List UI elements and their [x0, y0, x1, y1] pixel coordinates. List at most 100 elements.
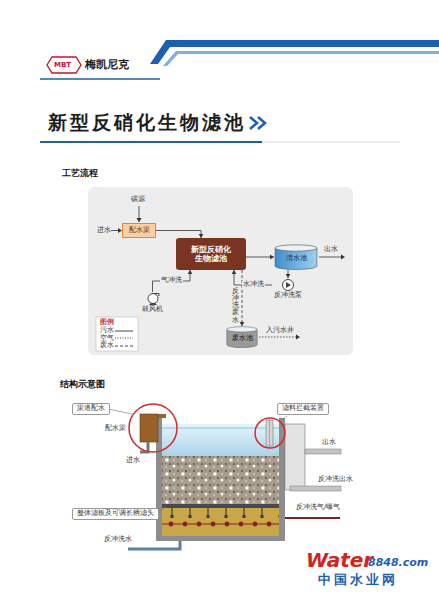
chevron — [250, 117, 257, 129]
drawing-line — [111, 230, 119, 231]
drawing-polygon — [163, 51, 439, 66]
drawing-line — [269, 420, 270, 446]
part-label: 进水 — [126, 457, 140, 465]
connector-label: 反冲洗废水 — [232, 288, 239, 324]
connector-line — [153, 270, 191, 292]
drawing-rect — [266, 420, 273, 446]
pump-arrow — [286, 282, 291, 288]
tank-cylinder: 废水池 — [226, 326, 258, 348]
legend-line — [115, 330, 133, 331]
flow-label: 进水 — [97, 227, 111, 235]
pump-housing — [283, 280, 294, 291]
page-title: 新型反硝化生物滤池 — [48, 110, 246, 136]
drawing-rect — [158, 414, 166, 418]
section-heading: 结构示意图 — [60, 379, 105, 389]
drawing-rect — [162, 508, 279, 536]
legend-text: 空气 — [100, 335, 114, 342]
node-text: 清水池 — [286, 255, 307, 263]
drawing-rect — [162, 508, 279, 519]
process-box: 配水渠 — [122, 223, 156, 238]
drawing-polygon — [341, 255, 345, 260]
arrowhead — [232, 270, 237, 274]
part-label: 配水渠 — [105, 425, 126, 433]
flow-panel — [88, 187, 353, 355]
cylinder-top — [275, 245, 317, 251]
section-heading: 工艺流程 — [62, 168, 98, 178]
drawing-path — [128, 541, 180, 549]
filter-structure — [108, 404, 341, 549]
legend-sample — [115, 328, 133, 334]
drawing-line — [162, 428, 279, 429]
drawing-rect — [96, 317, 138, 351]
drawing-circle — [129, 404, 177, 452]
drawing-line — [40, 78, 160, 80]
legend-text: 污水 — [100, 327, 114, 334]
drawing-rect — [162, 456, 279, 504]
drawing-line — [40, 141, 262, 143]
title-underline — [40, 142, 400, 143]
node-text: 鼓风机 — [142, 306, 163, 314]
connector — [240, 270, 245, 326]
legend-sample — [115, 335, 133, 341]
connector-label: 水冲洗 — [242, 281, 265, 288]
connector — [286, 270, 291, 278]
part-label: 出水 — [322, 439, 336, 447]
part-label: 反冲洗水 — [104, 536, 132, 544]
part-label: 反冲洗气/曝气 — [296, 504, 340, 512]
connector — [153, 270, 193, 292]
flow-label: 出水 — [324, 246, 338, 254]
flow-label: 碳源 — [131, 196, 145, 204]
blower-symbol — [146, 292, 160, 306]
drawing-line — [262, 142, 400, 143]
legend-sample — [115, 343, 133, 349]
node-text: 整体滤板及可调长柄滤头 — [77, 510, 154, 518]
drawing-rect — [140, 414, 158, 442]
legend-line — [115, 338, 133, 339]
node-text: 配水渠 — [129, 227, 150, 235]
legend-text: 废水 — [100, 342, 114, 349]
company-name: 梅凯尼克 — [85, 58, 129, 71]
legend-heading: 图例 — [100, 319, 114, 327]
watermark: Water — [306, 548, 373, 572]
arrowhead — [270, 255, 274, 260]
drawing-rect — [162, 456, 279, 504]
drawing-line — [319, 257, 342, 258]
connector — [156, 231, 203, 239]
drawing-circle — [255, 418, 285, 448]
chevron — [258, 117, 265, 129]
drawing-rect — [285, 424, 305, 490]
connector — [246, 255, 274, 260]
drawing-rect — [290, 486, 341, 491]
node-text: 渠道配水 — [77, 405, 105, 413]
drawing-line — [281, 416, 287, 421]
drawing-polygon — [47, 57, 81, 73]
drawing-rect — [88, 187, 353, 355]
drawing-line — [139, 206, 140, 219]
drawing-polygon — [296, 335, 300, 340]
pump-icon: 反冲洗泵 — [272, 278, 304, 300]
drawing-line — [259, 337, 297, 338]
arrowhead — [240, 322, 245, 326]
part-label: 反冲洗出水 — [318, 476, 353, 484]
cylinder-top — [227, 327, 257, 332]
callout-box: 整体滤板及可调长柄滤头 — [72, 508, 159, 520]
node-text: 反冲洗泵 — [274, 292, 302, 300]
title-chevrons — [248, 115, 270, 131]
blower-housing — [148, 294, 158, 304]
node-text: 新型反硝化生物滤池 — [189, 245, 233, 264]
blower-icon: 鼓风机 — [140, 292, 165, 314]
drawing-line — [108, 409, 132, 414]
tank-cylinder: 清水池 — [274, 244, 318, 270]
connector-line — [246, 257, 274, 258]
drawing-rect — [162, 504, 279, 508]
drawing-rect — [156, 536, 285, 541]
connector-line — [242, 270, 243, 326]
arrowhead — [188, 270, 193, 274]
drawing-rect — [305, 449, 341, 454]
watermark: 中国水业网 — [318, 572, 398, 588]
callout-box: 滤料拦截装置 — [277, 403, 329, 415]
